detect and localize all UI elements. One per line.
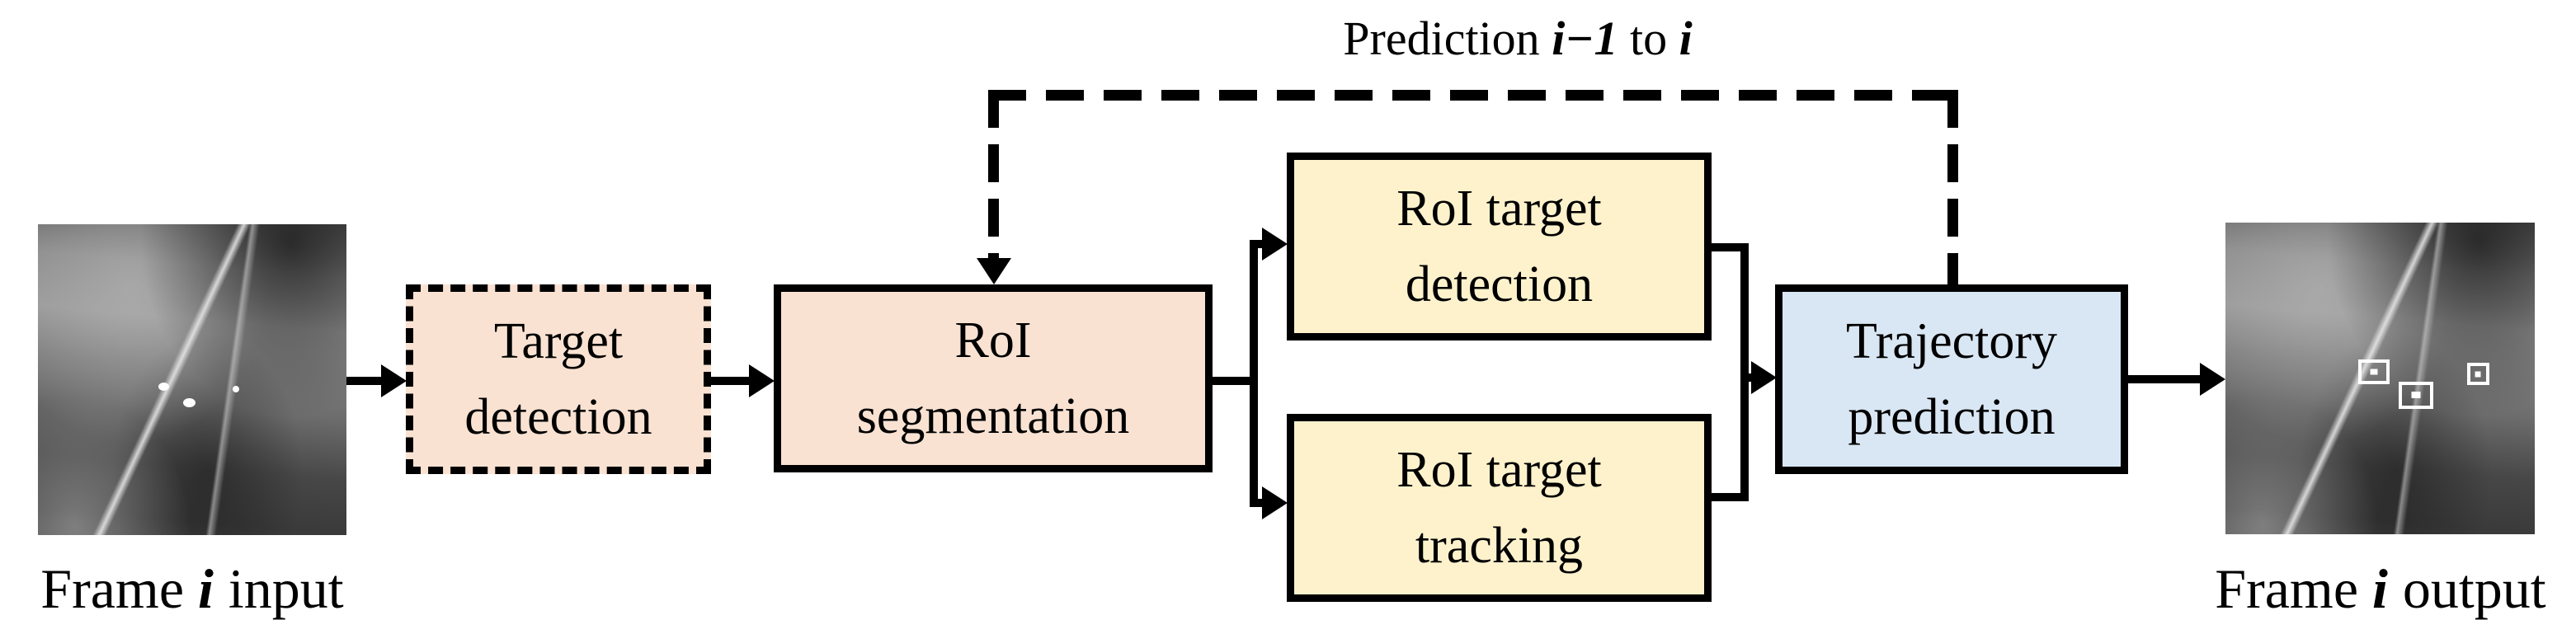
arrow-right-icon [749,364,775,397]
target-bounding-box-icon [2466,363,2489,386]
arrow-down-icon [977,258,1011,284]
box-label-line1: RoI target [1396,442,1602,498]
box-label-line1: Trajectory [1846,313,2057,369]
box-label-line1: RoI [954,312,1032,369]
box-roi-target-tracking: RoI target tracking [1287,414,1712,602]
caption-prefix: Frame [40,557,198,620]
caption-suffix: output [2388,557,2546,620]
bright-target-blip [232,386,239,393]
arrow-right-icon [1262,228,1288,261]
box-roi-target-detection: RoI target detection [1287,153,1712,340]
box-label-line1: Target [493,313,624,369]
caption-suffix: input [214,557,344,620]
box-trajectory-prediction: Trajectory prediction [1775,284,2128,474]
caption-variable: i [2372,557,2389,620]
box-label-line2: detection [1405,256,1594,312]
box-label-line2: prediction [1848,389,2056,445]
caption-prefix: Frame [2215,557,2372,620]
caption-variable: i [198,557,214,620]
box-target-detection: Target detection [406,284,711,474]
arrow-right-icon [1751,361,1777,394]
output-frame-image [2225,223,2535,534]
feedback-label-range: i−1 [1552,12,1618,65]
target-bounding-box-icon [2358,359,2390,385]
feedback-label: Prediction i−1 to i [1237,12,1798,66]
feedback-label-mid: to [1618,12,1679,65]
arrow-right-icon [381,364,407,397]
input-frame-caption: Frame i input [11,556,374,622]
output-frame-caption: Frame i output [2199,556,2562,622]
box-roi-segmentation: RoI segmentation [774,284,1213,472]
box-label-line2: detection [464,389,652,445]
box-label-line2: tracking [1415,518,1584,574]
bright-target-blip [182,398,195,408]
feedback-label-end: i [1679,12,1693,65]
feedback-label-prefix: Prediction [1343,12,1552,65]
input-frame-image [38,224,346,535]
bright-target-blip [158,383,169,392]
arrow-right-icon [1262,486,1288,519]
arrow-right-icon [2200,363,2225,396]
target-bounding-box-icon [2399,381,2433,409]
box-label-line2: segmentation [856,388,1130,444]
box-label-line1: RoI target [1396,181,1602,237]
